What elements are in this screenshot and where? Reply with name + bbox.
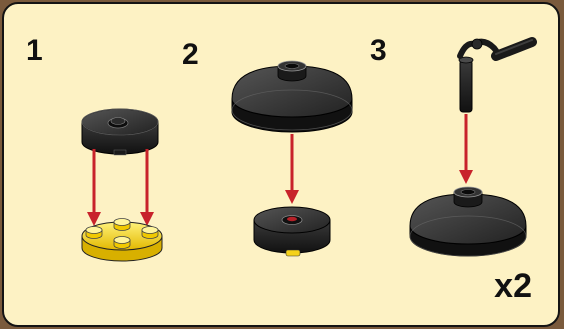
arrow-down-icon [285,134,299,204]
step-number-3: 3 [370,34,387,67]
yellow-round-plate-icon [81,218,163,262]
bar-with-clip-icon [457,37,537,113]
step-number-1: 1 [26,34,43,67]
step-number-2: 2 [182,38,199,71]
arrow-down-icon [140,149,154,226]
instruction-illustration [81,37,537,262]
round-dish-icon [409,186,527,257]
arrow-down-icon [87,149,101,226]
round-tile-2x2-icon [81,108,159,156]
arrow-down-icon [459,114,473,184]
instruction-panel: 1 2 3 x2 [2,2,560,327]
quantity-multiplier: x2 [494,267,532,305]
round-plate-icon [253,206,331,257]
round-dish-icon [231,60,353,133]
